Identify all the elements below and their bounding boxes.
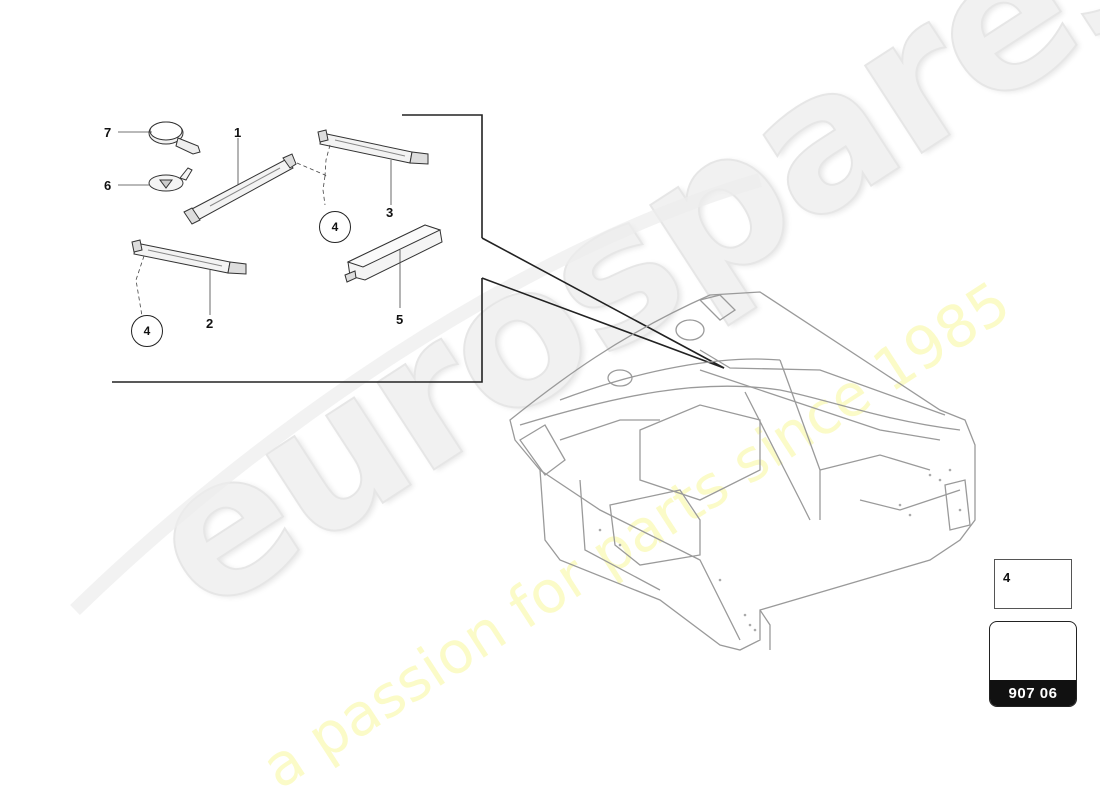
- fastener-legend-box: 4: [994, 559, 1072, 609]
- fastener-legend-number: 4: [1003, 570, 1011, 585]
- vehicle-rivet-dots: [598, 468, 962, 632]
- callout-2: 2: [206, 316, 214, 331]
- navigation-card-button[interactable]: 907 06: [989, 621, 1077, 707]
- callout-3: 3: [386, 205, 394, 220]
- navigation-code: 907 06: [990, 680, 1076, 706]
- part-6-sensor-icon: [148, 121, 201, 155]
- part-5-control-unit-icon: [344, 224, 443, 283]
- callout-6: 7: [104, 125, 112, 140]
- callout-5: 5: [396, 312, 404, 327]
- callout-7: 6: [104, 178, 112, 193]
- vehicle-rear-body-icon: [509, 291, 976, 651]
- callout-1: 1: [234, 125, 242, 140]
- part-2-antenna-icon: [131, 239, 247, 275]
- callout-4-lower: 4: [131, 315, 163, 347]
- callout-4-upper: 4: [319, 211, 351, 243]
- detail-panel-frame: [112, 114, 725, 383]
- part-1-antenna-icon: [183, 153, 297, 225]
- part-7-bracket-icon: [148, 167, 193, 192]
- part-3-antenna-icon: [317, 129, 429, 165]
